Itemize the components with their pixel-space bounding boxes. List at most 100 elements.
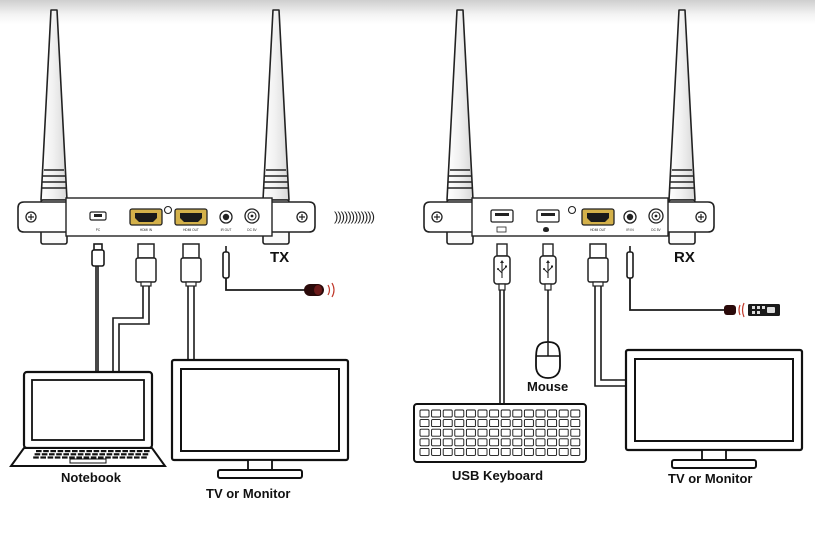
keyboard-key [465, 428, 476, 437]
rx-port-usb-keyboard [490, 209, 514, 223]
keyboard-key [477, 419, 488, 428]
keyboard-key [431, 447, 442, 456]
keyboard-key [477, 428, 488, 437]
keyboard-key [547, 409, 558, 418]
tx-hdmi-out-plug [180, 243, 202, 287]
notebook-icon [9, 370, 167, 467]
notebook-key [69, 456, 75, 459]
notebook-key [43, 450, 49, 453]
notebook-key [47, 456, 54, 459]
tx-label: TX [270, 249, 290, 266]
notebook-key [77, 453, 84, 456]
wireless-signal-icon: )))))))))))) [334, 209, 375, 224]
keyboard-key [431, 409, 442, 418]
keyboard-key [419, 428, 430, 437]
keyboard-key [431, 428, 442, 437]
rx-usb-keyboard-plug [493, 243, 511, 291]
notebook-key [121, 453, 127, 456]
rx-port-label-hdmi-out: HDMI OUT [590, 228, 606, 232]
tx-unit: PC HDMI IN HDMI OUT IR OUT DC 5V [17, 9, 316, 245]
keyboard-key [535, 438, 546, 447]
notebook-label: Notebook [61, 470, 121, 485]
notebook-key [136, 450, 143, 453]
notebook-key [72, 450, 78, 453]
mouse-icon [535, 341, 561, 379]
keyboard-key [512, 419, 523, 428]
notebook-key [40, 456, 46, 459]
keyboard-key [454, 419, 465, 428]
keyboard-key [465, 409, 476, 418]
rx-usb-mouse-plug [539, 243, 557, 291]
notebook-key [100, 450, 107, 453]
keyboard-key [442, 428, 453, 437]
notebook-key [119, 456, 126, 459]
keyboard-key [558, 438, 569, 447]
usb-keyboard-icon [413, 403, 587, 463]
tx-port-label-hdmi-in: HDMI IN [140, 228, 153, 232]
tx-port-hdmi-in [129, 208, 163, 226]
rx-monitor-icon [624, 348, 804, 470]
keyboard-key [419, 409, 430, 418]
keyboard-key [489, 447, 500, 456]
ir-receiver-icon [724, 302, 780, 318]
keyboard-key [419, 447, 430, 456]
tx-port-label-pc: PC [96, 228, 101, 232]
keyboard-key [500, 438, 511, 447]
notebook-key [70, 453, 77, 456]
rx-port-hdmi-out [581, 208, 615, 226]
keyboard-key [512, 447, 523, 456]
notebook-key [50, 450, 56, 453]
notebook-key [36, 450, 42, 453]
keyboard-key [442, 438, 453, 447]
keyboard-key [570, 419, 581, 428]
keyboard-key [547, 428, 558, 437]
notebook-key [128, 453, 134, 456]
keyboard-key [547, 447, 558, 456]
rx-unit: HDMI OUT IR IN DC 5V [423, 9, 715, 245]
tx-screw-right [296, 211, 308, 223]
tx-port-ir-out [219, 210, 233, 224]
notebook-key [85, 453, 91, 456]
keyboard-key [454, 447, 465, 456]
keyboard-key [489, 428, 500, 437]
notebook-key [63, 453, 69, 456]
rx-hdmi-out-plug [587, 243, 609, 287]
rx-port-label-dc: DC 5V [651, 228, 661, 232]
keyboard-key [512, 409, 523, 418]
keyboard-key [570, 409, 581, 418]
rx-label: RX [674, 249, 695, 266]
notebook-key [126, 456, 133, 459]
keyboard-label: USB Keyboard [452, 468, 544, 483]
keyboard-key [454, 409, 465, 418]
keyboard-key [500, 447, 511, 456]
keyboard-key [547, 419, 558, 428]
notebook-key [79, 450, 85, 453]
notebook-key [56, 453, 62, 456]
notebook-key [108, 450, 114, 453]
keyboard-key [547, 438, 558, 447]
keyboard-key [512, 428, 523, 437]
notebook-key [141, 456, 147, 459]
tx-port-dc [244, 208, 260, 224]
tx-monitor-label: TV or Monitor [206, 486, 291, 501]
keyboard-key [535, 419, 546, 428]
keyboard-key [454, 438, 465, 447]
keyboard-key [419, 438, 430, 447]
keyboard-key [442, 419, 453, 428]
keyboard-key [477, 409, 488, 418]
notebook-key [135, 453, 141, 456]
notebook-key [64, 450, 71, 453]
notebook-key [106, 453, 113, 456]
keyboard-key [442, 409, 453, 418]
keyboard-key [558, 419, 569, 428]
notebook-key [134, 456, 140, 459]
keyboard-key [535, 409, 546, 418]
notebook-key [93, 450, 100, 453]
notebook-key [115, 450, 121, 453]
keyboard-key [570, 428, 581, 437]
notebook-key [34, 453, 41, 456]
notebook-key [105, 456, 111, 459]
keyboard-key [558, 428, 569, 437]
notebook-key [98, 456, 104, 459]
